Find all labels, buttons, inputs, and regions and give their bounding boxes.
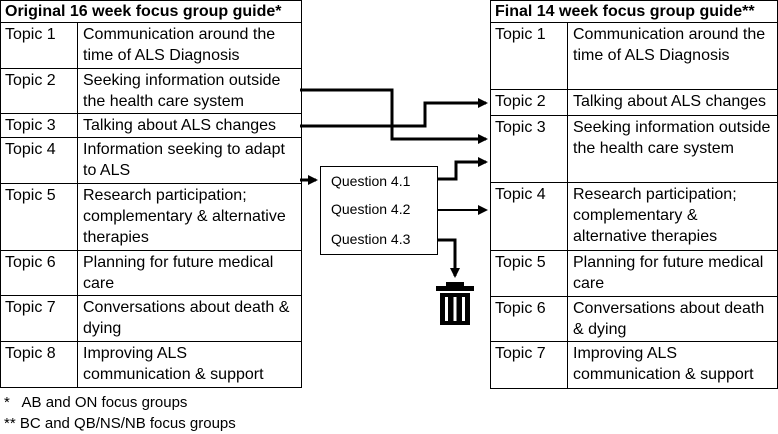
topic-label: Topic 2 bbox=[491, 90, 568, 115]
footnote-double-star: ** BC and QB/NS/NB focus groups bbox=[4, 415, 236, 432]
final-guide-title: Final 14 week focus group guide** bbox=[491, 1, 777, 23]
topic-label: Topic 8 bbox=[1, 342, 78, 387]
topic-desc: Seeking information outside the health c… bbox=[573, 119, 771, 157]
footnote-single-star: * AB and ON focus groups bbox=[4, 394, 188, 411]
topic-label: Topic 4 bbox=[1, 138, 78, 183]
topic-desc: Talking about ALS changes bbox=[83, 117, 277, 134]
table-row: Topic 1 Communication around the time of… bbox=[491, 23, 777, 90]
arrow-topic2-to-topic3 bbox=[300, 88, 488, 144]
table-row: Topic 5 Research participation; compleme… bbox=[1, 184, 301, 251]
topic-label: Topic 6 bbox=[491, 297, 568, 341]
topic-label: Topic 5 bbox=[1, 184, 78, 250]
original-guide-title: Original 16 week focus group guide* bbox=[1, 1, 301, 23]
table-row: Topic 8 Improving ALS communication & su… bbox=[1, 342, 301, 387]
topic-label: Topic 3 bbox=[1, 114, 78, 137]
arrow-topic3-to-topic2 bbox=[300, 98, 488, 128]
table-row: Topic 7 Improving ALS communication & su… bbox=[491, 342, 777, 388]
topic-desc: Seeking information outside the health c… bbox=[83, 72, 281, 110]
question-4-3-box: Question 4.3 bbox=[320, 225, 438, 255]
topic-desc: Research participation; complementary & … bbox=[83, 187, 286, 246]
topic-desc: Talking about ALS changes bbox=[573, 93, 767, 110]
final-guide-table: Final 14 week focus group guide** Topic … bbox=[490, 0, 778, 389]
topic-desc: Communication around the time of ALS Dia… bbox=[83, 26, 276, 64]
arrow-question41-to-topic3 bbox=[438, 157, 488, 181]
topic-desc: Conversations about death & dying bbox=[573, 300, 765, 338]
question-4-1-box: Question 4.1 bbox=[320, 166, 438, 196]
topic-label: Topic 7 bbox=[491, 342, 568, 388]
topic-label: Topic 3 bbox=[491, 116, 568, 182]
table-row: Topic 5 Planning for future medical care bbox=[491, 251, 777, 297]
topic-label: Topic 2 bbox=[1, 69, 78, 113]
topic-desc: Research participation; complementary & … bbox=[573, 186, 737, 245]
topic-label: Topic 7 bbox=[1, 296, 78, 341]
table-row: Topic 6 Conversations about death & dyin… bbox=[491, 297, 777, 342]
table-row: Topic 4 Research participation; compleme… bbox=[491, 183, 777, 251]
table-row: Topic 2 Seeking information outside the … bbox=[1, 69, 301, 114]
table-row: Topic 3 Seeking information outside the … bbox=[491, 116, 777, 183]
table-row: Topic 6 Planning for future medical care bbox=[1, 251, 301, 296]
table-row: Topic 1 Communication around the time of… bbox=[1, 23, 301, 69]
topic-label: Topic 6 bbox=[1, 251, 78, 295]
arrow-question43-to-trash bbox=[438, 238, 460, 278]
topic-desc: Conversations about death & dying bbox=[83, 299, 290, 337]
topic-label: Topic 1 bbox=[491, 23, 568, 89]
original-guide-table: Original 16 week focus group guide* Topi… bbox=[0, 0, 302, 388]
topic-desc: Improving ALS communication & support bbox=[573, 345, 754, 383]
topic-desc: Information seeking to adapt to ALS bbox=[83, 141, 285, 179]
table-row: Topic 7 Conversations about death & dyin… bbox=[1, 296, 301, 342]
table-row: Topic 3 Talking about ALS changes bbox=[1, 114, 301, 138]
question-4-2-box: Question 4.2 bbox=[320, 195, 438, 226]
table-row: Topic 4 Information seeking to adapt to … bbox=[1, 138, 301, 184]
topic-label: Topic 1 bbox=[1, 23, 78, 68]
topic-label: Topic 5 bbox=[491, 251, 568, 296]
trash-icon bbox=[436, 282, 474, 325]
topic-desc: Improving ALS communication & support bbox=[83, 345, 264, 383]
topic-label: Topic 4 bbox=[491, 183, 568, 250]
topic-desc: Communication around the time of ALS Dia… bbox=[573, 26, 766, 64]
table-row: Topic 2 Talking about ALS changes bbox=[491, 90, 777, 116]
topic-desc: Planning for future medical care bbox=[83, 254, 274, 292]
topic-desc: Planning for future medical care bbox=[573, 254, 764, 292]
